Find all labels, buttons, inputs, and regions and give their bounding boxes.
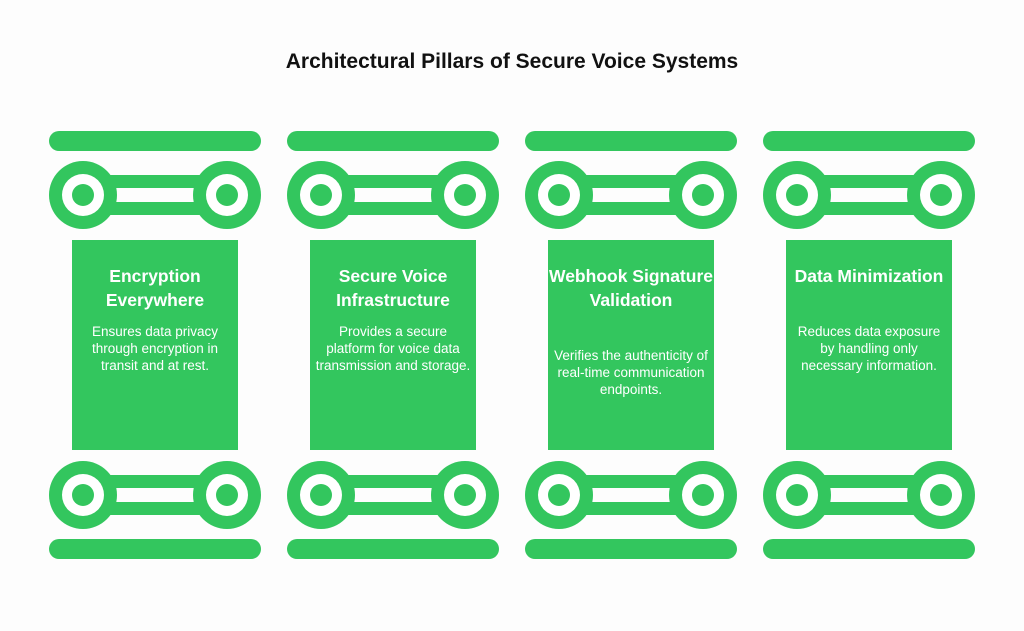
pillar-title: Encryption Everywhere: [105, 266, 205, 310]
pillar-column-icon: [525, 131, 737, 559]
pillar-description: Provides a secure platform for voice dat…: [315, 324, 471, 373]
pillar-webhook-signature-validation: Webhook Signature Validation Verifies th…: [525, 131, 737, 559]
pillar-secure-voice-infrastructure: Secure Voice Infrastructure Provides a s…: [287, 131, 499, 559]
pillar-description: Ensures data privacy through encryption …: [91, 324, 219, 373]
pillar-title: Webhook Signature Validation: [549, 266, 713, 310]
pillar-title: Secure Voice Infrastructure: [336, 266, 450, 310]
page-title: Architectural Pillars of Secure Voice Sy…: [285, 50, 739, 73]
pillar-data-minimization: Data Minimization Reduces data exposure …: [763, 131, 975, 559]
pillar-encryption-everywhere: Encryption Everywhere Ensures data priva…: [49, 131, 261, 559]
pillar-description: Reduces data exposure by handling only n…: [797, 324, 941, 373]
pillar-description: Verifies the authenticity of real-time c…: [554, 348, 708, 397]
pillar-title: Data Minimization: [794, 266, 944, 286]
